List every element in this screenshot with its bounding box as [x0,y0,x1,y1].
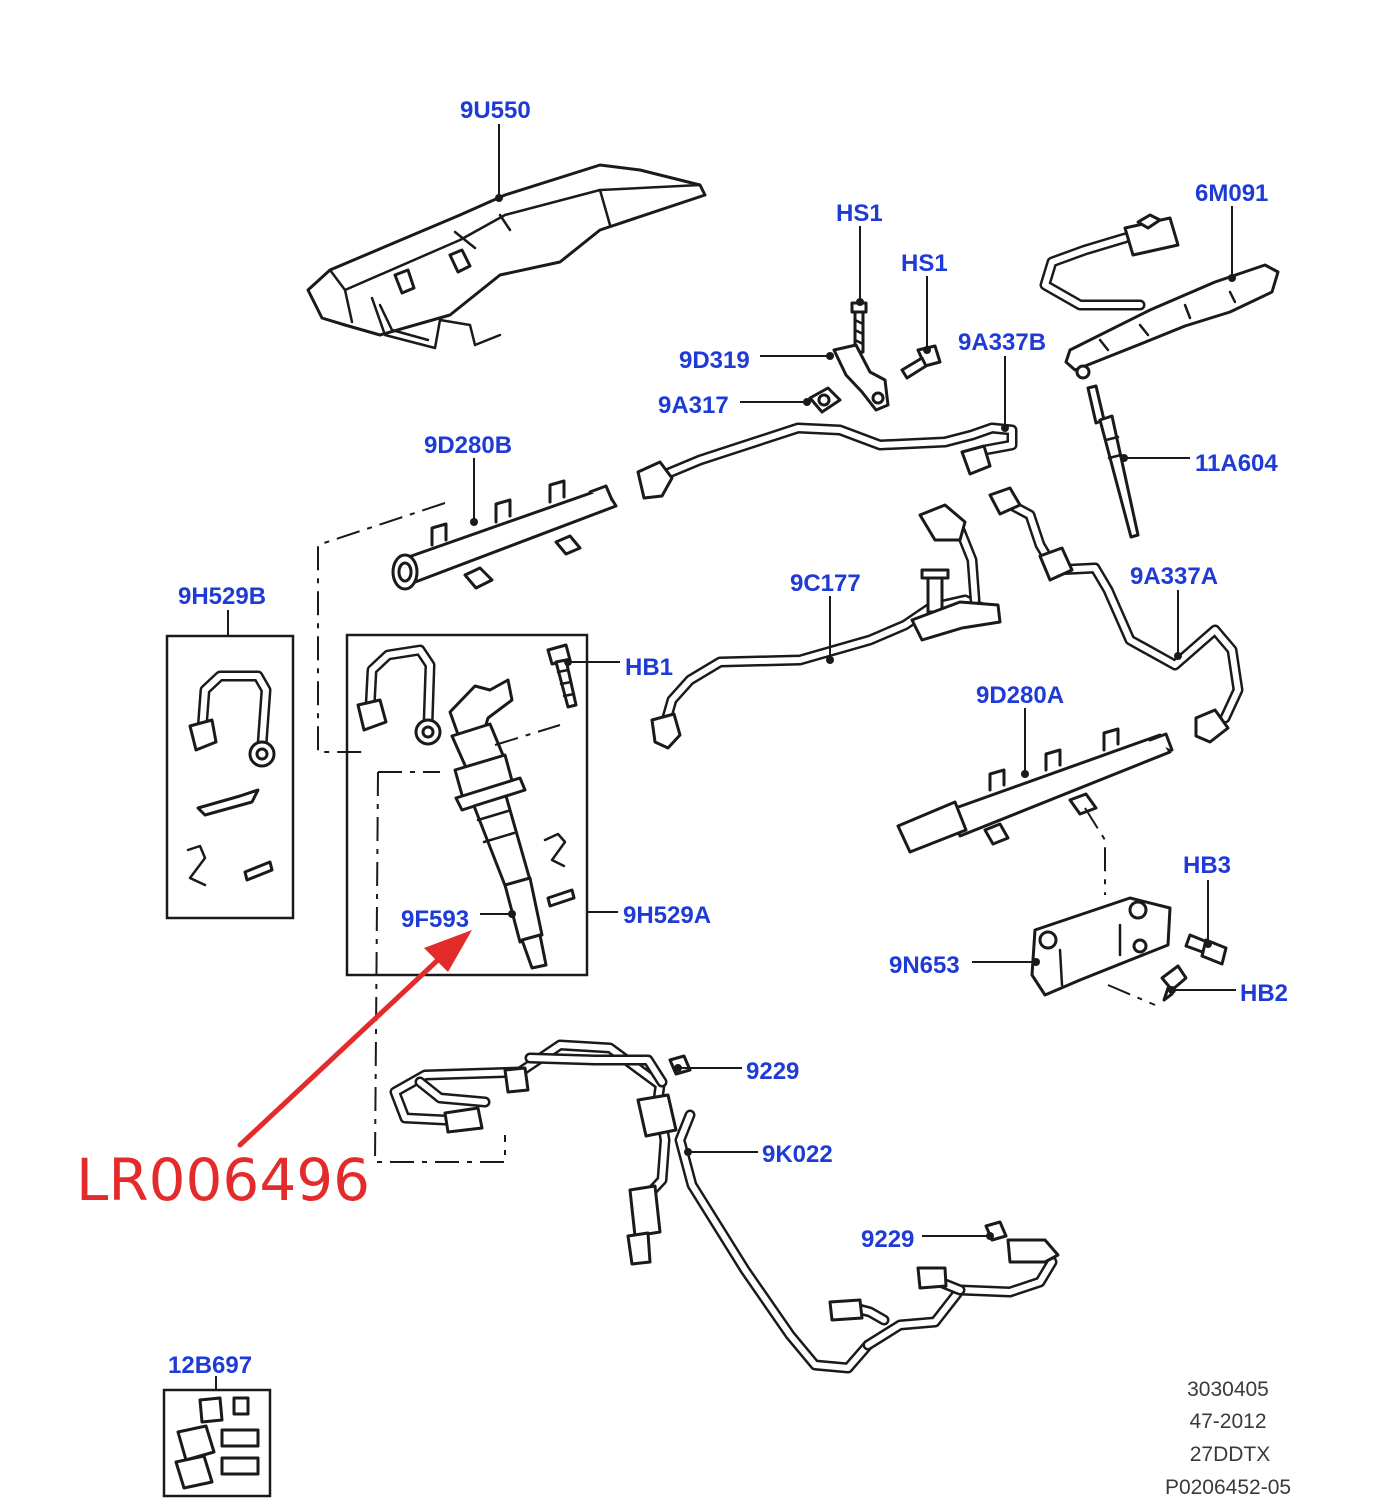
label-9h529a: 9H529A [623,902,711,929]
injector-9f593 [448,678,548,970]
cover-9u550 [306,163,707,350]
label-9d319: 9D319 [679,347,750,374]
callout-part-number: LR006496 [76,1146,370,1214]
label-9a317: 9A317 [658,392,729,419]
label-9h529b: 9H529B [178,583,266,610]
label-9d280b: 9D280B [424,432,512,459]
reference-line-2: 47-2012 [1189,1410,1266,1433]
kit-box-9h529a [345,633,589,977]
fuel-pipe-9a337b [636,422,1018,500]
label-9d280a: 9D280A [976,682,1064,709]
label-9a337a: 9A337A [1130,563,1218,590]
harness-6m091 [1039,213,1280,380]
glow-plug-11a604 [1086,384,1140,539]
dash-injector-harness [373,771,506,1163]
reference-line-1: 3030405 [1187,1378,1269,1401]
fuel-pipe-9a337a [988,486,1244,744]
label-hb3: HB3 [1183,852,1231,879]
harness-9k022 [389,1039,1060,1374]
dash-9d280a-to-9n653 [1084,807,1106,895]
label-11a604: 11A604 [1195,450,1278,477]
label-9a337b: 9A337B [958,329,1046,356]
label-9229-bottom: 9229 [861,1226,914,1253]
reference-line-3: 27DDTX [1190,1443,1271,1466]
dash-9n653-to-hb2 [1107,984,1156,1006]
bolt-hb1 [546,643,578,709]
bracket-9n653 [1030,896,1228,1002]
label-hb2: HB2 [1240,980,1288,1007]
leader-lines [215,124,1236,1390]
kit-box-9h529b [165,634,295,920]
return-line-9c177 [650,503,1002,750]
label-12b697: 12B697 [168,1352,252,1379]
label-9n653: 9N653 [889,952,960,979]
label-hb1: HB1 [625,654,673,681]
callout-arrow [237,930,472,1148]
label-9u550: 9U550 [460,97,531,124]
reference-line-4: P0206452-05 [1165,1476,1291,1499]
label-9c177: 9C177 [790,570,861,597]
label-hs1-top: HS1 [836,200,883,227]
label-9229-top: 9229 [746,1058,799,1085]
label-6m091: 6M091 [1195,180,1268,207]
reference-block: 3030405 47-2012 27DDTX P0206452-05 [1165,1378,1291,1499]
dash-rail-9d280b [317,502,446,753]
label-9k022: 9K022 [762,1141,833,1168]
dash-box-a-top [494,724,561,746]
fuel-rail-9d280a [896,727,1174,854]
fuel-rail-9d280b [391,479,618,591]
label-9f593: 9F593 [401,906,469,933]
label-hs1-right: HS1 [901,250,948,277]
kit-box-12b697 [162,1388,272,1498]
